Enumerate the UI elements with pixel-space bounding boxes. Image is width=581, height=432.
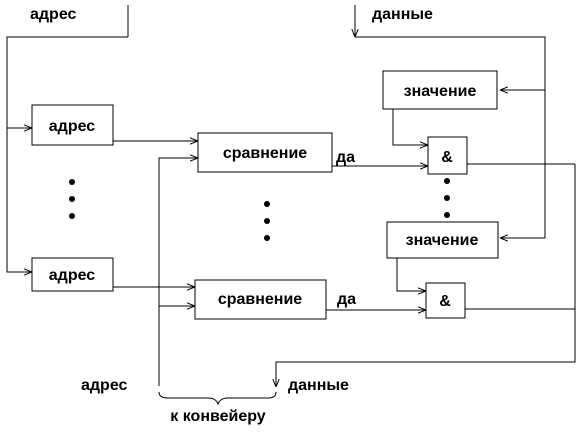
comparator-bottom: сравнение <box>194 279 327 320</box>
and-gate-top: & <box>427 136 468 175</box>
pipeline-address-label: адрес <box>81 377 128 394</box>
address-input-label: адрес <box>30 6 77 23</box>
yes-label-bottom: да <box>337 291 356 308</box>
pipeline-label: к конвейеру <box>170 408 266 425</box>
comparator-top: сравнение <box>197 132 333 173</box>
svg-text:значение: значение <box>404 83 477 100</box>
data-input-label: данные <box>372 6 433 23</box>
pipeline-address-bus <box>158 158 198 386</box>
pipeline-brace <box>158 391 277 406</box>
and-gate-bottom: & <box>425 282 466 319</box>
svg-text:&: & <box>439 293 451 310</box>
svg-text:значение: значение <box>406 232 479 249</box>
svg-text:сравнение: сравнение <box>223 145 307 162</box>
svg-text:&: & <box>441 149 453 166</box>
value-register-bottom: значение <box>386 221 499 259</box>
address-register-bottom: адрес <box>31 257 114 292</box>
address-register-top: адрес <box>31 104 114 146</box>
svg-text:адрес: адрес <box>49 267 96 284</box>
svg-text:адрес: адрес <box>49 118 96 135</box>
address-bus <box>6 5 129 272</box>
ellipsis-address <box>69 179 75 219</box>
yes-label-top: да <box>336 149 355 166</box>
value-register-top: значение <box>382 70 498 110</box>
svg-text:сравнение: сравнение <box>218 291 302 308</box>
output-data-bus <box>276 163 576 387</box>
ellipsis-compare <box>264 201 270 241</box>
ellipsis-and <box>444 178 450 218</box>
data-bus <box>355 5 546 238</box>
pipeline-data-label: данные <box>288 377 349 394</box>
